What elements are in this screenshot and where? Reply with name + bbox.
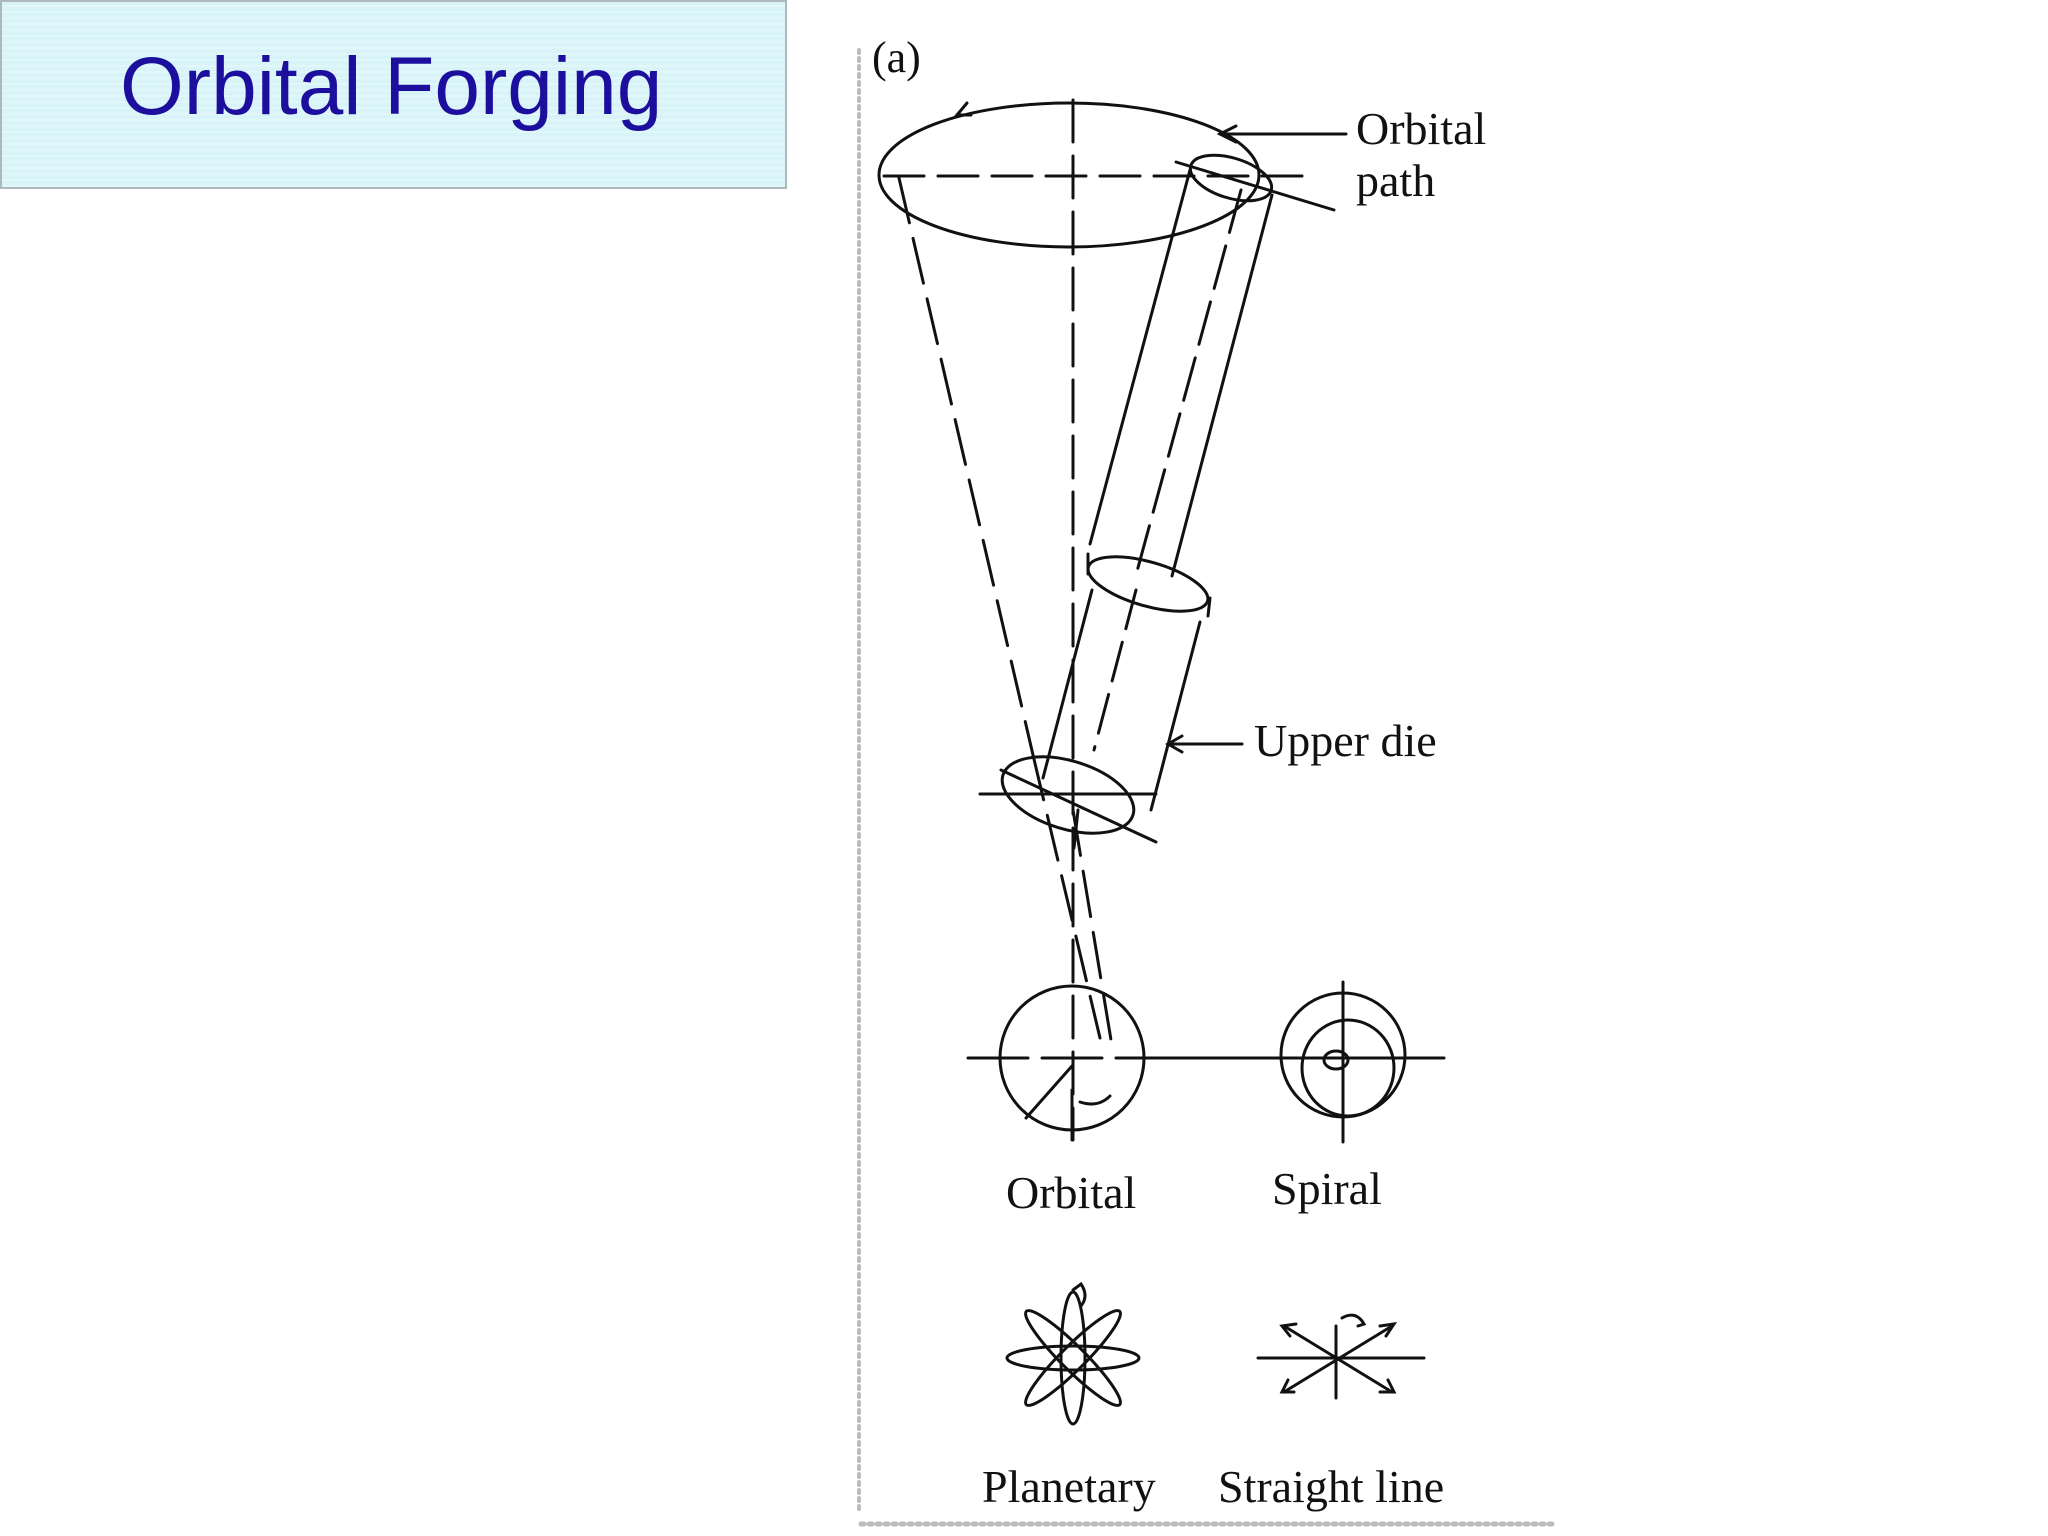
orbital-motion-label: Orbital bbox=[1006, 1167, 1137, 1218]
orbital-path-arrowhead bbox=[1216, 124, 1238, 144]
die-body-axis bbox=[1092, 588, 1138, 752]
collar-side-right bbox=[1206, 596, 1212, 618]
die-face-ellipse bbox=[1000, 755, 1136, 835]
orbital-motion-radius bbox=[1024, 1064, 1074, 1120]
spiral-motion-label: Spiral bbox=[1272, 1163, 1382, 1214]
upper-die-label: Upper die bbox=[1254, 715, 1437, 766]
die-shaft-left bbox=[1088, 168, 1192, 546]
die-body-left bbox=[1041, 588, 1094, 780]
slide-title: Orbital Forging bbox=[120, 41, 663, 132]
planetary-motion-symbol bbox=[1005, 1281, 1141, 1426]
cone-right-lower bbox=[1071, 808, 1113, 1042]
cone-left-edge bbox=[897, 176, 1035, 757]
panel-label: (a) bbox=[872, 33, 921, 82]
straight-line-motion-symbol bbox=[1256, 1313, 1426, 1400]
title-banner: Orbital Forging bbox=[0, 0, 787, 189]
orbital-forging-diagram: (a) Orbital path Upper die Orbital Spira… bbox=[856, 30, 1556, 1536]
die-top-axis bbox=[1174, 160, 1336, 212]
die-shaft-right bbox=[1170, 193, 1274, 578]
upper-die-arrowhead bbox=[1164, 734, 1184, 754]
die-shaft-axis bbox=[1134, 188, 1243, 577]
diagram-drawing bbox=[857, 48, 1556, 1527]
orbital-path-label-line2: path bbox=[1356, 155, 1436, 206]
die-face-diagonal bbox=[999, 768, 1158, 844]
orbital-path-label-line1: Orbital bbox=[1356, 103, 1487, 154]
die-face-tick bbox=[1072, 808, 1080, 850]
die-body-right bbox=[1149, 620, 1202, 812]
spiral-inner-loop bbox=[1322, 1049, 1350, 1071]
die-collar-ring bbox=[1086, 555, 1210, 613]
orbital-motion-arrow bbox=[1078, 1094, 1112, 1106]
orbital-path-ellipse bbox=[877, 101, 1261, 249]
cone-left-lower bbox=[1031, 753, 1102, 1040]
orbital-direction-arrow bbox=[953, 101, 973, 117]
planetary-motion-label: Planetary bbox=[982, 1461, 1156, 1512]
spiral-mid-loop bbox=[1300, 1018, 1396, 1118]
straight-line-motion-label: Straight line bbox=[1218, 1461, 1445, 1512]
